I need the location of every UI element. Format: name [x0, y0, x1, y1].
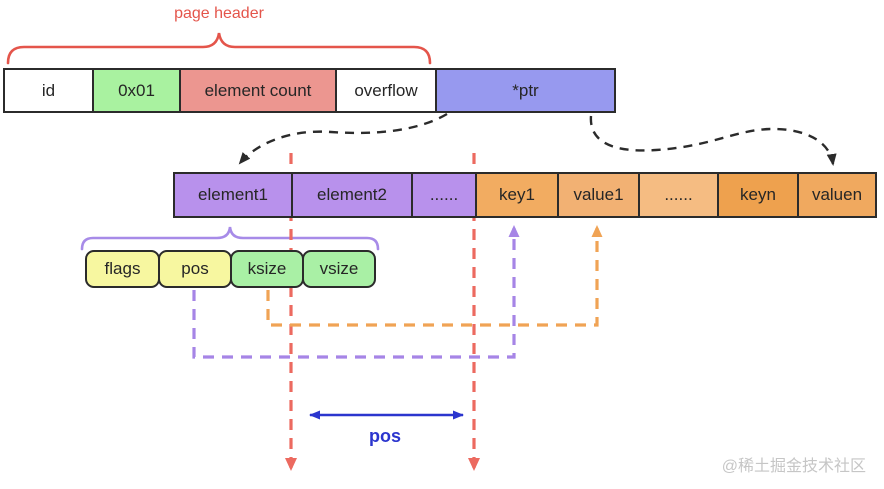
ksize-to-value1-connector: [266, 225, 603, 327]
cell-ptr: *ptr: [437, 70, 614, 111]
element-array-row: element1 element2 ...... key1 value1 ...…: [173, 172, 877, 218]
cell-overflow: overflow: [337, 70, 437, 111]
element-detail-brace: [80, 226, 380, 251]
cell-element2: element2: [293, 174, 413, 216]
cell-value1: value1: [559, 174, 640, 216]
cell-kv-dots: ......: [640, 174, 719, 216]
chip-pos: pos: [158, 250, 232, 288]
ptr-to-element1-arrow: [238, 112, 448, 165]
chip-ksize: ksize: [230, 250, 304, 288]
cell-id: id: [5, 70, 94, 111]
pos-to-key1-connector: [192, 225, 520, 359]
cell-0x01: 0x01: [94, 70, 181, 111]
page-header-caption: page header: [174, 5, 264, 22]
ptr-to-valuen-arrow: [589, 115, 837, 166]
cell-element-count: element count: [181, 70, 337, 111]
watermark: @稀土掘金技术社区: [721, 458, 866, 475]
chip-vsize: vsize: [302, 250, 376, 288]
pos-span-caption: pos: [368, 426, 401, 446]
cell-key1: key1: [477, 174, 559, 216]
chip-flags: flags: [85, 250, 160, 288]
element-detail-row: flags pos ksize vsize: [85, 250, 376, 288]
page-header-row: id 0x01 element count overflow *ptr: [3, 68, 616, 113]
cell-element1: element1: [175, 174, 293, 216]
cell-valuen: valuen: [799, 174, 875, 216]
cell-keyn: keyn: [719, 174, 799, 216]
page-header-brace: [6, 32, 432, 65]
cell-element-dots: ......: [413, 174, 477, 216]
